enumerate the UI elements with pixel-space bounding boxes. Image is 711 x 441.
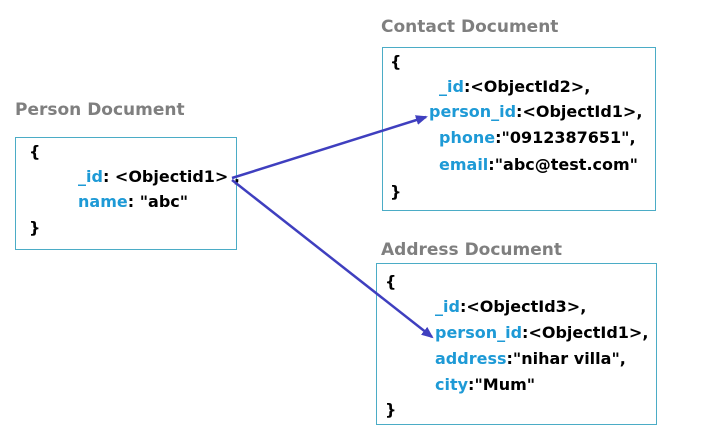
contact-field-phone: phone:"0912387651", — [439, 128, 636, 147]
field-key: city — [435, 375, 469, 394]
field-value: : "abc" — [127, 192, 189, 211]
person-field-name: name: "abc" — [78, 192, 188, 211]
field-key: _id — [78, 167, 103, 186]
field-value: :<ObjectId1>, — [522, 323, 649, 342]
field-key: name — [78, 192, 128, 211]
field-value: :"0912387651", — [495, 128, 636, 147]
field-key: _id — [439, 77, 464, 96]
field-key: address — [435, 349, 507, 368]
field-key: person_id — [429, 102, 517, 121]
field-key: _id — [435, 297, 460, 316]
address-document-box: { _id:<ObjectId3>, person_id:<ObjectId1>… — [376, 263, 657, 425]
field-key: email — [439, 155, 489, 174]
address-field-person-id: person_id:<ObjectId1>, — [435, 323, 648, 342]
address-field-id: _id:<ObjectId3>, — [435, 297, 586, 316]
field-value: :<ObjectId3>, — [459, 297, 587, 316]
field-value: : <Objectid1> , — [102, 167, 240, 186]
contact-open-brace: { — [390, 52, 402, 71]
person-close-brace: } — [29, 218, 41, 237]
field-value: :"abc@test.com" — [488, 155, 638, 174]
arrow-person-to-address — [231, 179, 434, 339]
field-key: phone — [439, 128, 496, 147]
contact-close-brace: } — [390, 182, 402, 201]
field-value: :<ObjectId2>, — [463, 77, 591, 96]
contact-field-email: email:"abc@test.com" — [439, 155, 638, 174]
address-close-brace: } — [385, 400, 397, 419]
address-field-address: address:"nihar villa", — [435, 349, 626, 368]
person-open-brace: { — [29, 142, 41, 161]
contact-field-person-id: person_id:<ObjectId1>, — [429, 102, 642, 121]
arrow-person-to-contact — [231, 115, 428, 180]
person-document-title: Person Document — [15, 100, 185, 120]
field-value: :"Mum" — [468, 375, 536, 394]
address-field-city: city:"Mum" — [435, 375, 535, 394]
field-key: person_id — [435, 323, 523, 342]
contact-document-box: { _id:<ObjectId2>, person_id:<ObjectId1>… — [382, 47, 656, 211]
contact-field-id: _id:<ObjectId2>, — [439, 77, 590, 96]
address-open-brace: { — [385, 272, 397, 291]
field-value: :"nihar villa", — [506, 349, 626, 368]
person-document-box: { _id: <Objectid1> , name: "abc" } — [15, 137, 240, 250]
address-document-title: Address Document — [381, 240, 563, 260]
field-value: :<ObjectId1>, — [516, 102, 643, 121]
person-field-id: _id: <Objectid1> , — [78, 167, 240, 186]
contact-document-title: Contact Document — [381, 17, 559, 37]
